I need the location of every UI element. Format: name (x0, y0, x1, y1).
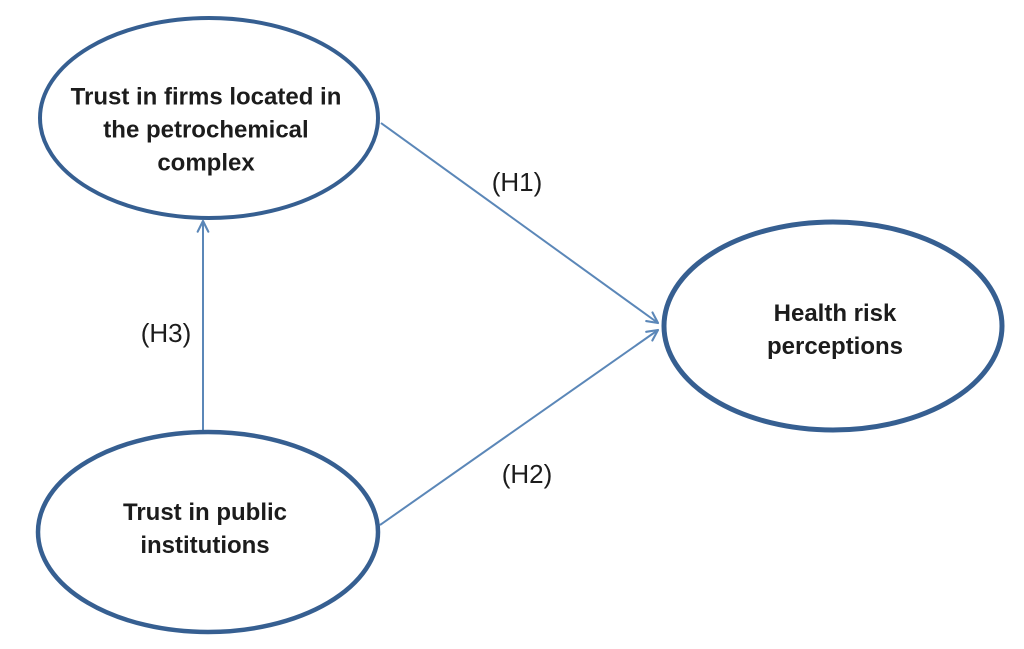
node-label-health-risk: Health risk perceptions (767, 297, 903, 363)
edge-label-h1: (H1) (491, 167, 543, 197)
edge-h2-arrow (379, 328, 660, 526)
node-label-trust-public: Trust in public institutions (123, 496, 287, 562)
node-label-line: complex (157, 149, 255, 177)
node-label-line: perceptions (766, 333, 904, 360)
node-label-line: Trust in public (122, 499, 288, 526)
edge-label-h2: (H2) (501, 459, 553, 489)
edge-label-h3: (H3) (140, 318, 192, 348)
edge-h1-arrow (380, 122, 660, 325)
node-label-line: Trust in firms located in (70, 83, 342, 111)
node-ellipse-trust-firms (38, 16, 380, 220)
node-label-line: Health risk (773, 300, 897, 327)
node-label-trust-firms: Trust in firms located in the petrochemi… (71, 81, 342, 180)
node-ellipse-health-risk (661, 219, 1005, 433)
node-label-line: the petrochemical (103, 116, 309, 144)
node-label-line: institutions (140, 532, 270, 559)
node-ellipse-trust-public (35, 429, 381, 635)
